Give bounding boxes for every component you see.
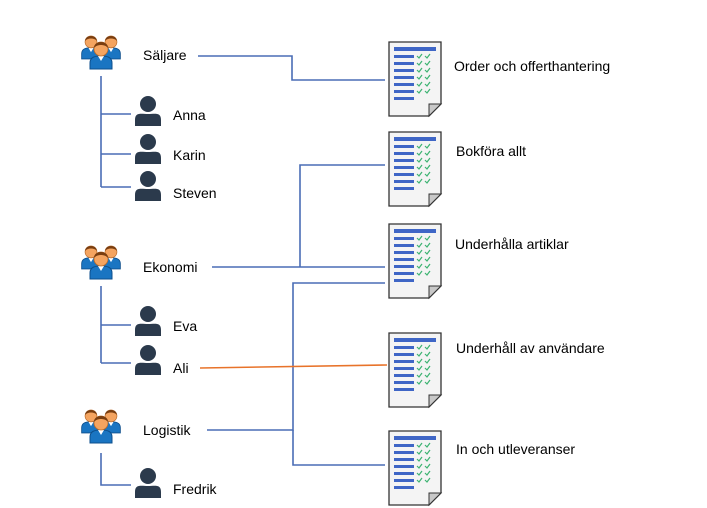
person-icon [135, 171, 161, 201]
member-label-steven: Steven [173, 185, 217, 201]
document-checklist-icon [388, 332, 442, 408]
connector [207, 282, 385, 431]
group-label-saljare: Säljare [143, 47, 187, 63]
document-label-bokfora: Bokföra allt [456, 143, 527, 159]
connector [299, 164, 385, 267]
document-checklist-icon [388, 41, 442, 117]
connector [100, 286, 131, 364]
user-group-icon [82, 246, 121, 279]
connector [100, 76, 131, 188]
group-label-ekonomi: Ekonomi [143, 259, 198, 275]
document-label-leveranser: In och utleveranser [456, 441, 576, 457]
person-icon [135, 345, 161, 375]
member-label-eva: Eva [173, 318, 198, 334]
person-icon [135, 306, 161, 336]
connector [198, 55, 385, 81]
user-group-icon [82, 36, 121, 69]
person-icon [135, 96, 161, 126]
member-label-anna: Anna [173, 107, 206, 123]
highlight-connector [199, 364, 388, 369]
document-label-order: Order och offerthantering [454, 58, 611, 74]
document-label-anvandare: Underhåll av användare [456, 340, 605, 356]
group-label-logistik: Logistik [143, 422, 191, 438]
member-label-fredrik: Fredrik [173, 481, 217, 497]
document-checklist-icon [388, 131, 442, 207]
member-label-ali: Ali [173, 360, 189, 376]
person-icon [135, 134, 161, 164]
connector [100, 453, 131, 486]
person-icon [135, 468, 161, 498]
document-checklist-icon [388, 223, 442, 299]
member-label-karin: Karin [173, 147, 206, 163]
user-group-icon [82, 410, 121, 443]
connector [292, 430, 385, 466]
document-label-artiklar: Underhålla artiklar [455, 236, 569, 252]
document-checklist-icon [388, 430, 442, 506]
